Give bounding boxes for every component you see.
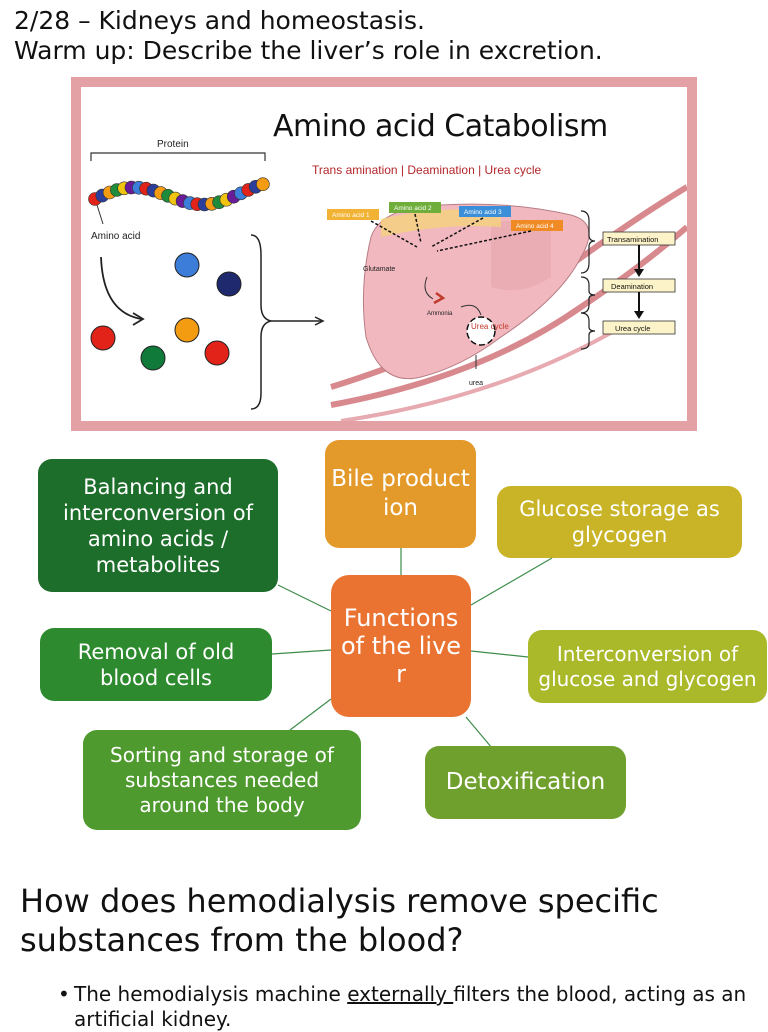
- bullet-text-before: The hemodialysis machine: [74, 982, 348, 1006]
- mindmap-node-detox: Detoxification: [425, 746, 626, 819]
- amino-acid-ball: [174, 317, 200, 343]
- figure-illustration: Protein Amino acid A: [88, 139, 687, 421]
- mindmap-node-glucose-storage-label: Glucose storage as glycogen: [519, 497, 720, 547]
- header-line-1: 2/28 – Kidneys and homeostasis.: [14, 6, 425, 35]
- bullet-text-after: filters the blood, acting as an artifici…: [74, 982, 747, 1031]
- amino-tag-4: Amino acid 4: [516, 223, 554, 230]
- mindmap-node-bile-label: Bile production: [331, 466, 470, 521]
- header-line-2: Warm up: Describe the liver’s role in ex…: [14, 36, 603, 65]
- loose-amino-acids: [90, 252, 242, 371]
- protein-label: Protein: [157, 139, 189, 150]
- amino-acid-tags: Amino acid 1 Amino acid 2 Amino acid 3 A…: [327, 202, 563, 231]
- mindmap-connectors: [271, 548, 553, 749]
- amino-acid-ball: [204, 340, 230, 366]
- urea-label: urea: [469, 380, 483, 387]
- process-steps: Transamination Deamination Urea cycle: [580, 210, 676, 350]
- step-deamination: Deamination: [611, 282, 653, 291]
- amino-acid-ball: [174, 252, 200, 278]
- figure-frame: Amino acid Catabolism Trans amination | …: [71, 77, 697, 431]
- step-transamination: Transamination: [607, 235, 658, 244]
- bullet-text-underlined: externally: [347, 982, 454, 1006]
- figure-subtitle: Trans amination | Deamination | Urea cyc…: [312, 163, 542, 177]
- mindmap-node-sorting-label: Sorting and storage of substances needed…: [110, 742, 334, 817]
- mindmap-node-removal-label: Removal of old blood cells: [77, 639, 235, 690]
- amino-acid-ball: [140, 345, 166, 371]
- slide-header: 2/28 – Kidneys and homeostasis. Warm up:…: [14, 6, 603, 66]
- step-urea-cycle: Urea cycle: [615, 324, 650, 333]
- amino-acid-ball: [216, 271, 242, 297]
- mindmap-node-sorting: Sorting and storage of substances needed…: [83, 730, 361, 830]
- amino-tag-1: Amino acid 1: [332, 212, 370, 219]
- amino-tag-3: Amino acid 3: [464, 209, 502, 216]
- mindmap-node-bile: Bile production: [325, 440, 476, 548]
- amino-acid-catabolism-figure: Amino acid Catabolism Trans amination | …: [81, 87, 687, 421]
- mindmap-node-interconversion-glucose: Interconversion of glucose and glycogen: [528, 630, 767, 703]
- mindmap-center-label: Functions of the liver: [340, 604, 462, 688]
- amino-acid-ball: [90, 325, 116, 351]
- question-title: How does hemodialysis remove specific su…: [20, 882, 659, 959]
- protein-bead-chain: [88, 177, 270, 212]
- protein-bead: [256, 177, 270, 191]
- mindmap-node-interconversion-glucose-label: Interconversion of glucose and glycogen: [538, 641, 757, 691]
- mindmap-node-balancing-label: Balancing and interconversion of amino a…: [62, 474, 253, 577]
- amino-tag-2: Amino acid 2: [394, 205, 432, 212]
- urea-cycle-label: Urea cycle: [471, 322, 509, 331]
- bullet-glyph: •: [58, 982, 70, 1006]
- mindmap-center: Functions of the liver: [331, 575, 471, 717]
- amino-acid-label: Amino acid: [91, 231, 140, 242]
- mindmap-node-detox-label: Detoxification: [445, 769, 606, 795]
- glutamate-label: Glutamate: [363, 266, 395, 273]
- mindmap-node-removal: Removal of old blood cells: [40, 628, 272, 701]
- mindmap-node-balancing: Balancing and interconversion of amino a…: [38, 459, 278, 592]
- bullet-item: • The hemodialysis machine externally fi…: [58, 982, 760, 1032]
- ammonia-label: Ammonia: [427, 311, 453, 317]
- mindmap-node-glucose-storage: Glucose storage as glycogen: [497, 486, 742, 558]
- figure-title: Amino acid Catabolism: [273, 109, 608, 144]
